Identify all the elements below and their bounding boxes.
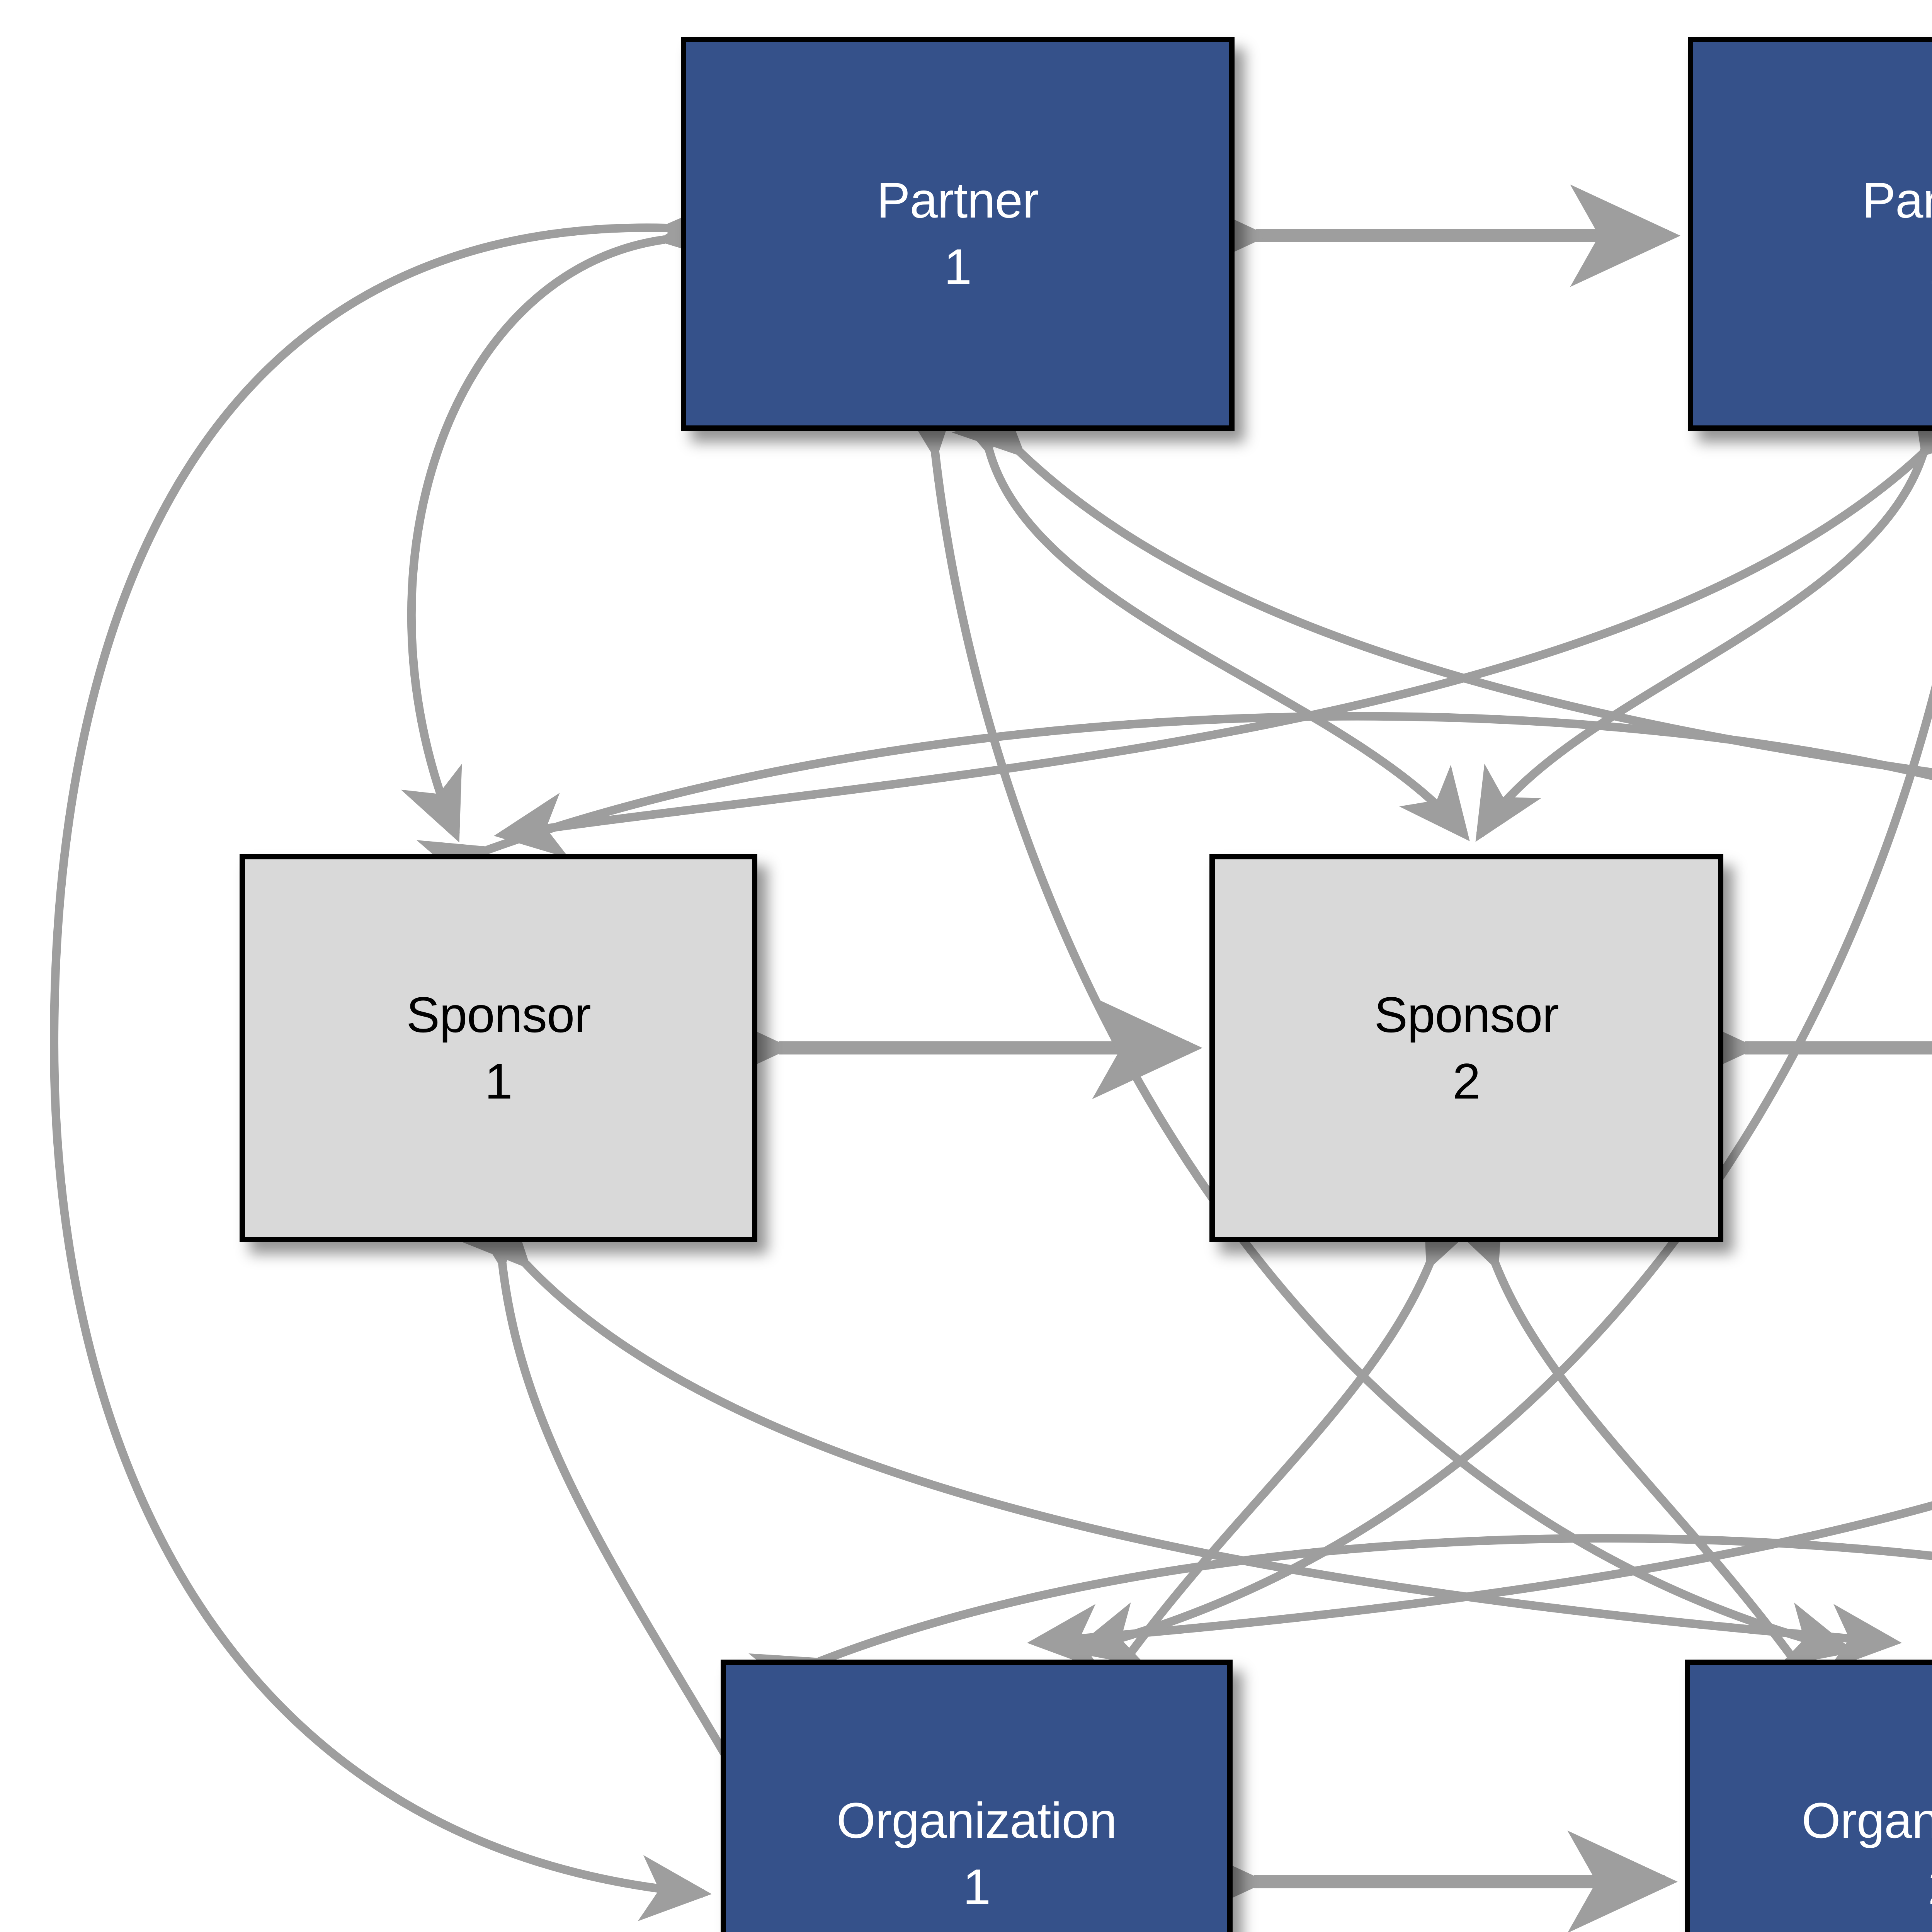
edge-sponsor3-org1 [1027,1195,1932,1670]
node-sponsor-2[interactable]: Sponsor 2 [1209,854,1723,1242]
edge-partner1-sponsor2 [940,381,1470,842]
node-partner-1[interactable]: Partner 1 [681,37,1235,431]
node-organization-1-line2: 1 [963,1858,991,1915]
edge-partner1-sponsor3 [952,384,1932,859]
node-sponsor-1-line1: Sponsor [406,986,591,1043]
node-sponsor-2-line2: 2 [1452,1053,1480,1109]
edge-sponsor1-partner2-arc [416,712,1932,903]
node-partner-2-line1: Partner [1862,172,1932,229]
node-organization-2[interactable]: Organization 2 [1685,1660,1932,1932]
edge-sponsor1-org2 [458,1195,1902,1670]
node-organization-2-line2: 2 [1928,1854,1932,1920]
edge-partner1-org1-outer [49,196,730,1921]
edge-partner2-sponsor1 [494,385,1932,859]
node-partner-1-line2: 1 [944,238,972,295]
edge-org1-sponsor3-arc [748,1534,1932,1715]
node-sponsor-1-line2: 1 [485,1053,512,1109]
node-sponsor-2-line1: Sponsor [1374,986,1559,1043]
node-sponsor-1[interactable]: Sponsor 1 [240,854,757,1242]
node-partner-1-line1: Partner [876,172,1039,229]
node-partner-2[interactable]: Partner 2 [1688,37,1932,431]
node-organization-2-line1: Organization [1801,1792,1932,1849]
node-organization-1[interactable]: Organization 1 [721,1660,1233,1932]
node-partner-2-line2: 2 [1929,234,1932,300]
edge-partner1-sponsor1 [401,198,732,843]
node-organization-1-line1: Organization [836,1792,1117,1849]
